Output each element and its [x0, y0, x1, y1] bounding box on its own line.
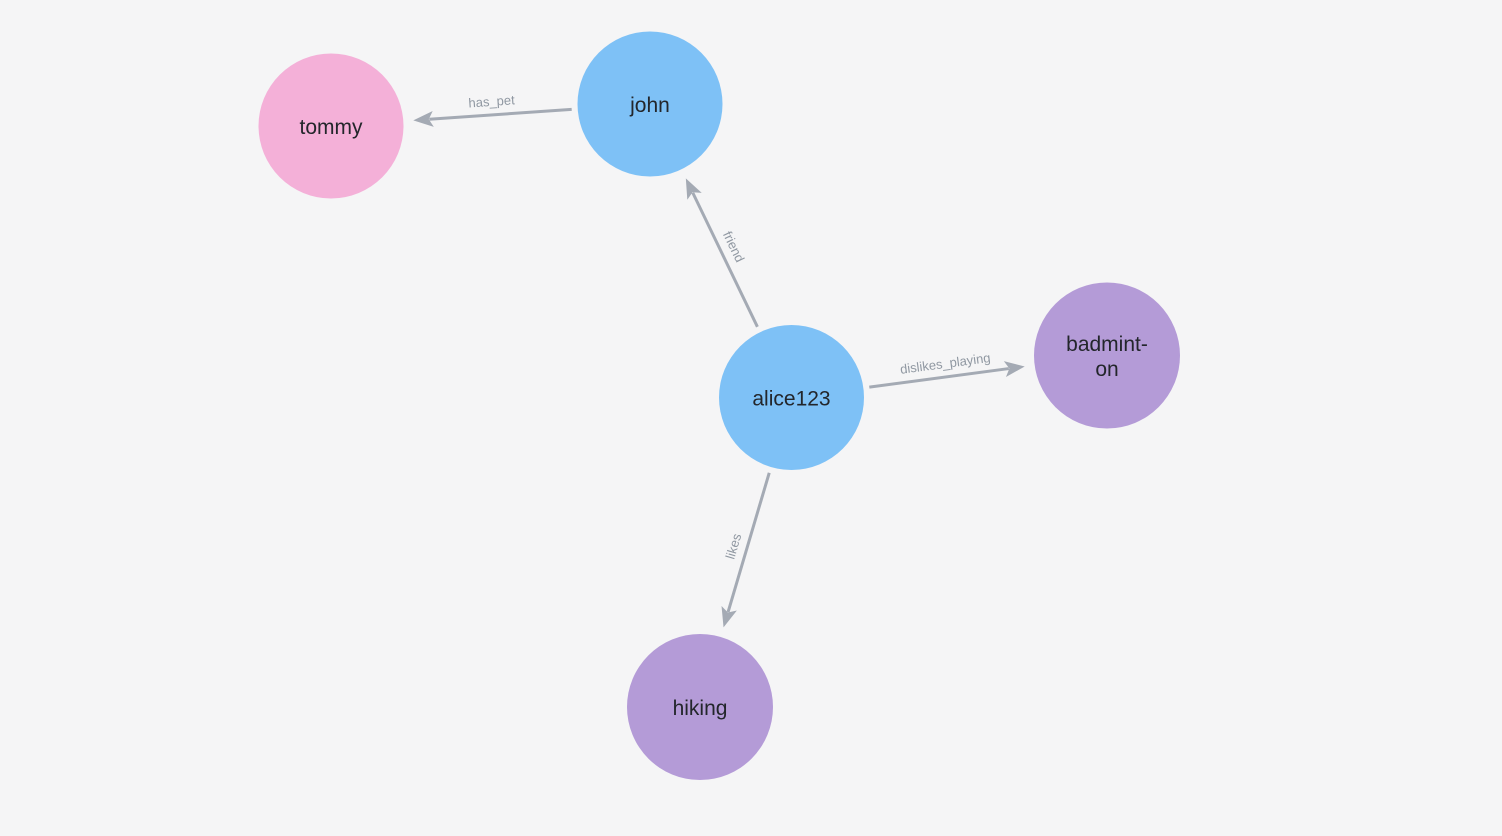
- arrowhead-icon: [721, 605, 737, 628]
- edge-has_pet[interactable]: has_pet: [413, 92, 572, 128]
- node-hiking[interactable]: hiking: [627, 634, 773, 780]
- edge-likes[interactable]: likes: [716, 472, 771, 630]
- node-circle-hiking[interactable]: [627, 634, 773, 780]
- arrowhead-icon: [413, 110, 434, 127]
- edge-line[interactable]: [691, 192, 759, 328]
- node-circle-tommy[interactable]: [258, 53, 404, 199]
- edge-label-likes: likes: [723, 531, 745, 561]
- edge-label-has_pet: has_pet: [468, 92, 516, 110]
- edge-line[interactable]: [869, 367, 1010, 389]
- node-badminton[interactable]: badmint-on: [1034, 282, 1180, 429]
- arrowhead-icon: [1003, 361, 1025, 378]
- edge-line[interactable]: [726, 472, 771, 613]
- edge-friend[interactable]: friend: [679, 175, 759, 328]
- node-circle-alice123[interactable]: [719, 325, 864, 470]
- node-tommy[interactable]: tommy: [258, 53, 404, 199]
- edge-dislikes_playing[interactable]: dislikes_playing: [869, 350, 1025, 389]
- node-circle-badminton[interactable]: [1034, 282, 1180, 429]
- node-john[interactable]: john: [577, 31, 723, 177]
- edge-line[interactable]: [429, 107, 572, 121]
- node-circle-john[interactable]: [577, 31, 723, 177]
- node-alice123[interactable]: alice123: [719, 325, 864, 470]
- arrowhead-icon: [685, 178, 702, 200]
